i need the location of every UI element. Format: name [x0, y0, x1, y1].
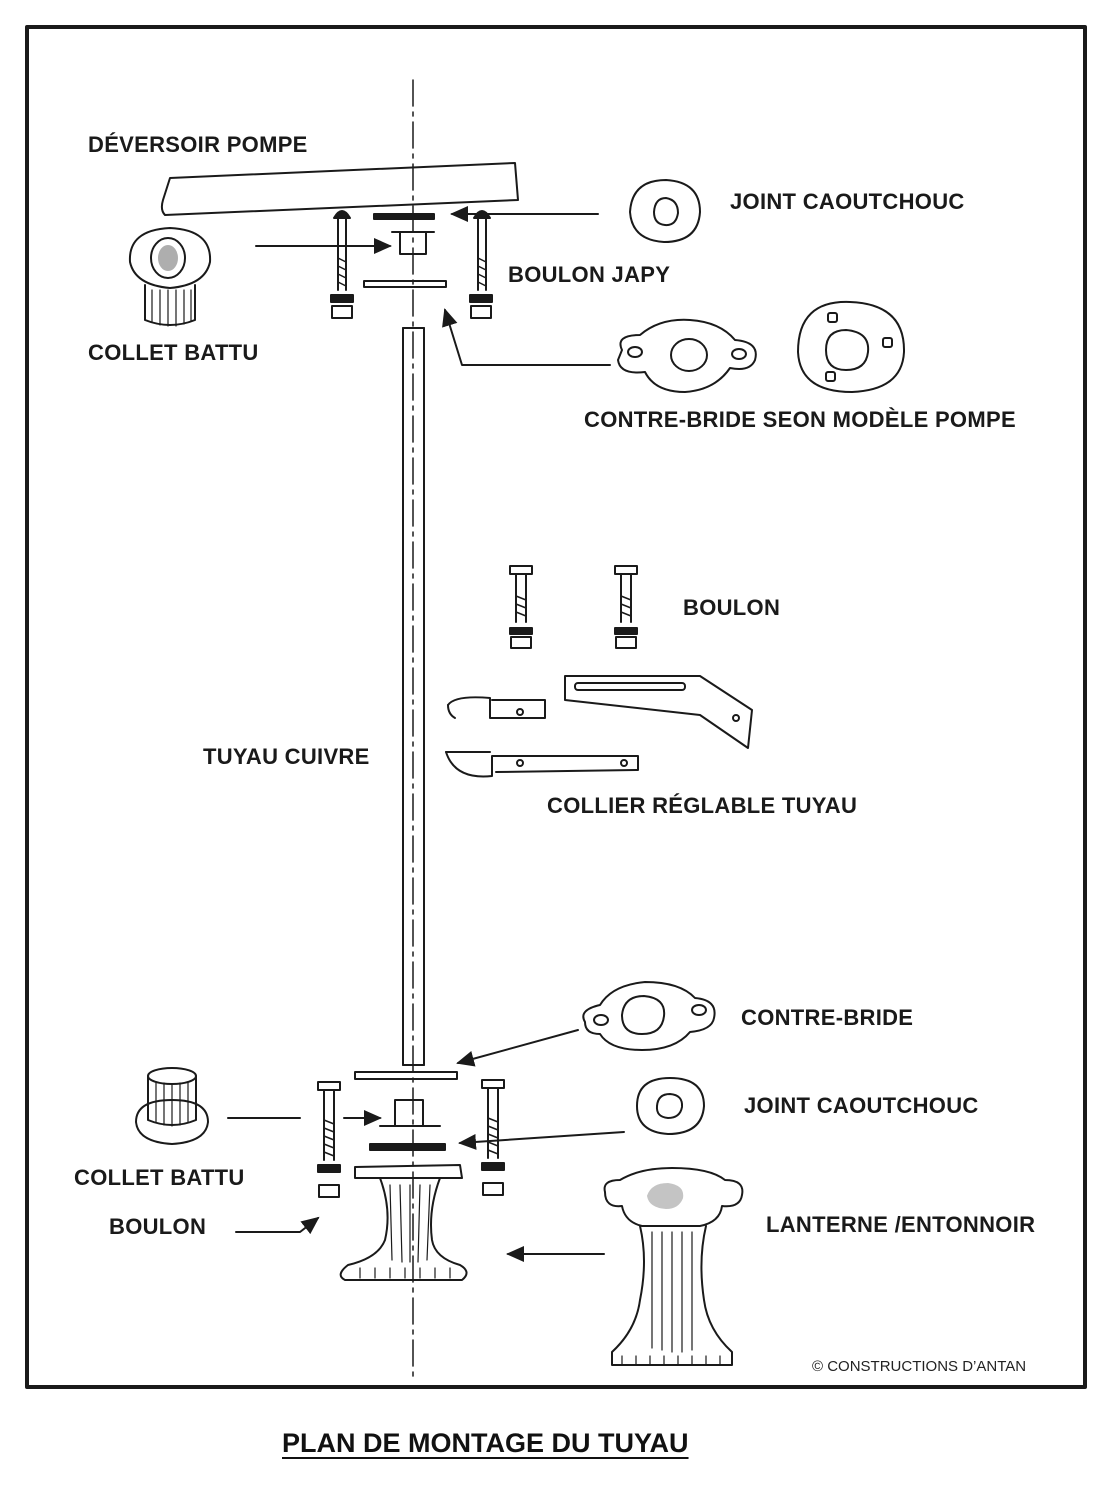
label-lanterne-entonnoir: LANTERNE /ENTONNOIR	[766, 1212, 1036, 1237]
label-collier-reglable: COLLIER RÉGLABLE TUYAU	[547, 793, 858, 818]
contre-bride-top-variant-a	[617, 318, 757, 393]
top-bolt-left	[330, 210, 354, 319]
label-boulon-japy: BOULON JAPY	[508, 262, 671, 287]
collet-battu-top-part	[128, 227, 212, 327]
drawing-frame	[25, 25, 1087, 1389]
arrow-boulon-bottom	[235, 1216, 320, 1235]
top-counter-flange-strip	[363, 280, 447, 288]
label-joint-caoutchouc-top: JOINT CAOUTCHOUC	[730, 189, 965, 214]
top-bolt-right	[469, 210, 493, 319]
label-tuyau-cuivre: TUYAU CUIVRE	[203, 744, 370, 769]
label-collet-battu-bottom: COLLET BATTU	[74, 1165, 245, 1190]
label-collet-battu-top: COLLET BATTU	[88, 340, 259, 365]
adjustable-collar-clamp	[445, 675, 753, 778]
arrow-contre-bride-bottom	[456, 1029, 579, 1067]
assembled-lantern-funnel	[339, 1164, 468, 1281]
top-gasket-strip	[373, 213, 435, 220]
bolt-mid-left	[509, 565, 533, 649]
arrow-contre-bride-top	[442, 308, 611, 366]
label-contre-bride-bottom: CONTRE-BRIDE	[741, 1005, 914, 1030]
bolt-mid-right	[614, 565, 638, 649]
label-boulon-bottom: BOULON	[109, 1214, 207, 1239]
bottom-bolt-right	[481, 1079, 505, 1196]
label-boulon-mid: BOULON	[683, 595, 781, 620]
copper-pipe	[402, 327, 425, 1066]
bottom-collar-piece	[394, 1099, 424, 1127]
joint-caoutchouc-top-part	[629, 179, 701, 243]
label-contre-bride-top: CONTRE-BRIDE SEON MODÈLE POMPE	[584, 407, 1016, 432]
label-joint-caoutchouc-bottom: JOINT CAOUTCHOUC	[744, 1093, 979, 1118]
contre-bride-bottom-part	[582, 981, 716, 1051]
page-title: PLAN DE MONTAGE DU TUYAU	[282, 1428, 689, 1458]
copyright-notice: © CONSTRUCTIONS D’ANTAN	[812, 1358, 1027, 1375]
bottom-counter-flange-strip	[354, 1071, 458, 1080]
label-deversoir-pompe: DÉVERSOIR POMPE	[88, 132, 308, 157]
deversoir-pump-spout	[160, 162, 519, 216]
arrow-joint-bottom	[458, 1131, 625, 1150]
bottom-gasket-strip	[369, 1143, 446, 1151]
collet-battu-bottom-part	[135, 1067, 209, 1145]
joint-caoutchouc-bottom-part	[636, 1077, 705, 1135]
lanterne-entonnoir-part	[603, 1167, 744, 1366]
bottom-bolt-left	[317, 1081, 341, 1198]
contre-bride-top-variant-b	[797, 300, 906, 393]
